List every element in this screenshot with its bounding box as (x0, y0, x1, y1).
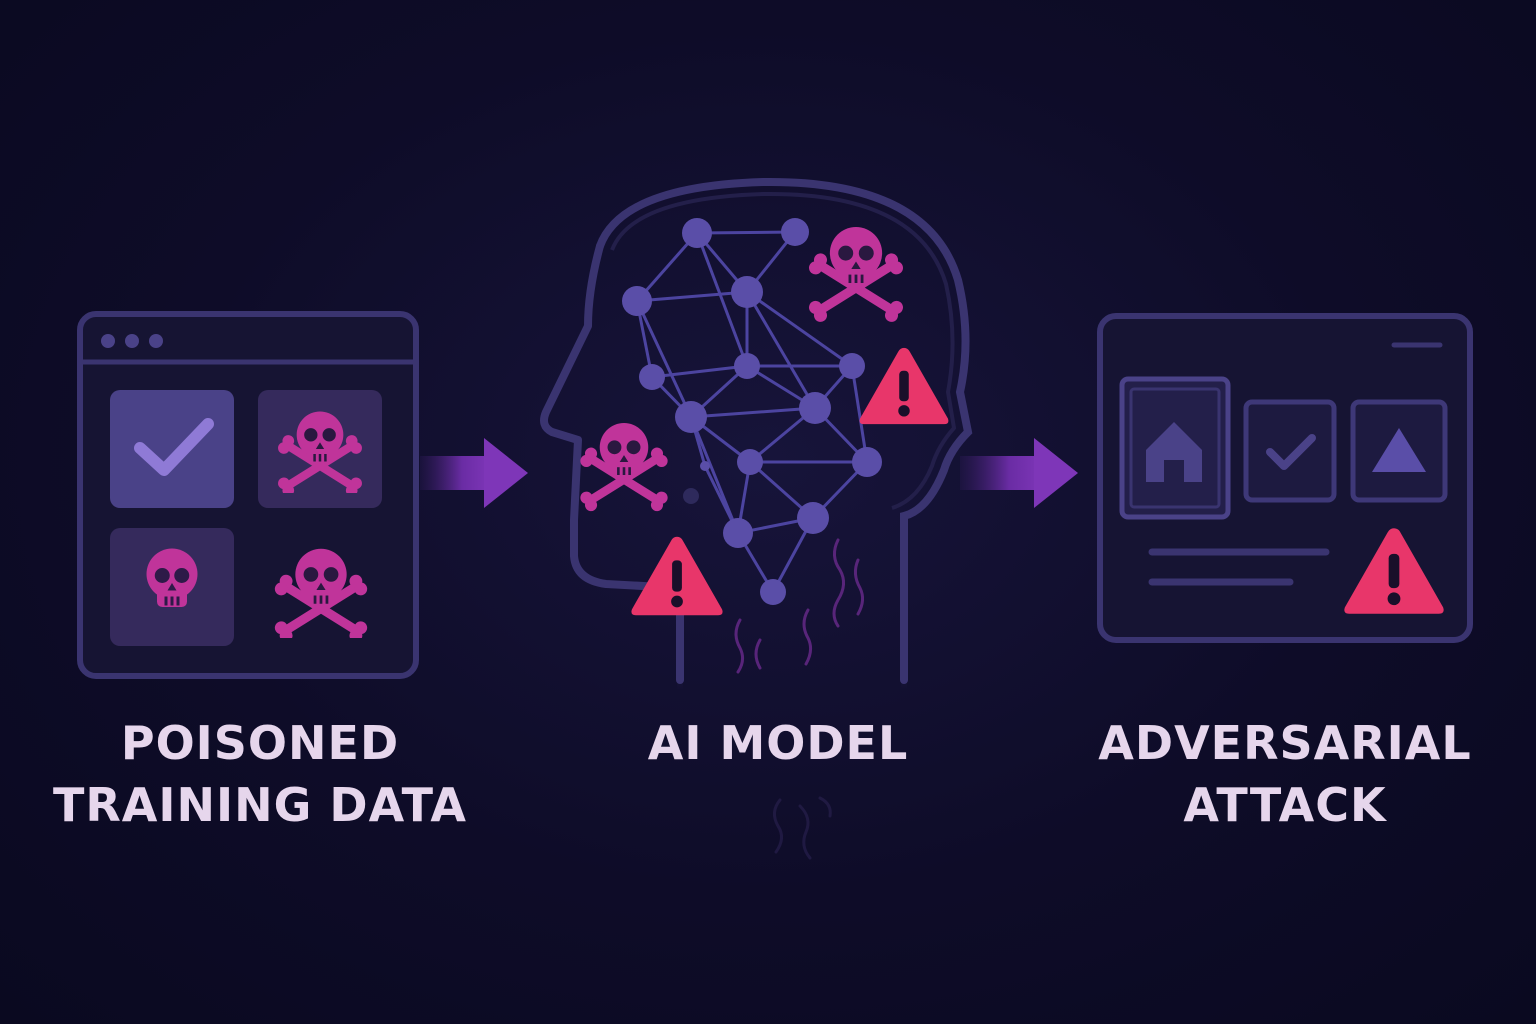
network-node (639, 364, 665, 390)
home-icon (1146, 422, 1202, 482)
warning-icon (631, 536, 723, 616)
skull-crossbones-icon (578, 423, 670, 514)
network-node (737, 449, 763, 475)
check-icon (134, 418, 214, 476)
network-node (734, 353, 760, 379)
network-node (760, 579, 786, 605)
ai-model-label: AI MODEL (578, 712, 978, 774)
label-line: POISONED (120, 716, 400, 770)
data-tile-poisoned (110, 528, 234, 646)
adversarial-attack-panel (1097, 313, 1473, 643)
data-tile-clean (110, 390, 234, 508)
skull-crossbones-icon (806, 227, 906, 323)
flow-arrow (960, 438, 1078, 508)
ai-model-head (540, 177, 973, 690)
network-node (723, 518, 753, 548)
label-line: AI MODEL (647, 716, 909, 770)
window-dot (125, 334, 139, 348)
label-line: ADVERSARIAL (1098, 716, 1472, 770)
network-node (731, 276, 763, 308)
network-node (622, 286, 652, 316)
network-node (682, 218, 712, 248)
data-tile-poisoned (258, 390, 382, 508)
adversarial-attack-label: ADVERSARIAL ATTACK (1080, 712, 1490, 836)
network-node (797, 502, 829, 534)
image-card-home (1119, 376, 1231, 520)
corruption-smoke (734, 538, 865, 860)
window-dot (101, 334, 115, 348)
flow-arrow (420, 438, 528, 508)
triangle-icon (1372, 428, 1426, 472)
poisoned-training-data-label: POISONED TRAINING DATA (40, 712, 480, 836)
image-card-check (1243, 399, 1337, 503)
network-node (700, 461, 710, 471)
network-node (781, 218, 809, 246)
image-card-triangle (1350, 399, 1448, 503)
check-icon (1266, 434, 1316, 470)
network-node (799, 392, 831, 424)
warning-icon (859, 347, 949, 425)
label-line: ATTACK (1183, 778, 1387, 832)
network-node (852, 447, 882, 477)
window-dot (149, 334, 163, 348)
neural-network-icon (622, 218, 882, 605)
network-node (839, 353, 865, 379)
poisoned-data-panel (77, 311, 419, 679)
network-node (675, 401, 707, 433)
network-node (683, 488, 699, 504)
label-line: TRAINING DATA (52, 778, 468, 832)
